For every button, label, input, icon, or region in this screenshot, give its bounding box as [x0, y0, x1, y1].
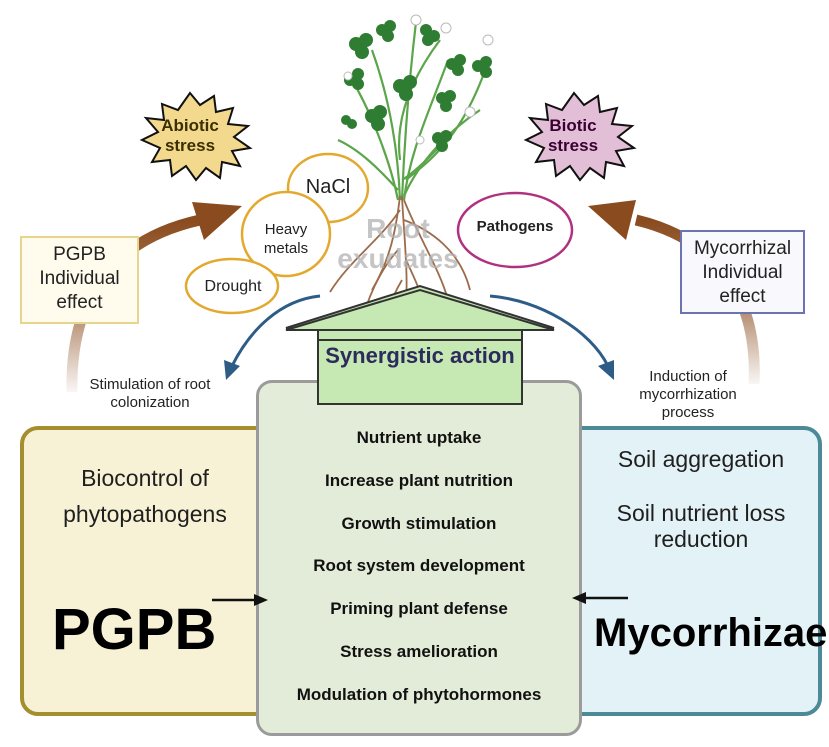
- biotic-stress-label: Biotic stress: [547, 116, 599, 155]
- soil-aggregation-text: Soil aggregation: [617, 446, 785, 472]
- abiotic-stress-label: Abiotic stress: [161, 116, 219, 155]
- benefit-item: Growth stimulation: [341, 513, 497, 533]
- plant-stems: [337, 21, 488, 201]
- plant-flowers: [343, 14, 494, 145]
- biotic-stress-star: [523, 91, 637, 182]
- benefit-item: Stress amelioration: [340, 641, 498, 661]
- synergistic-action-label: Synergistic action: [325, 343, 515, 368]
- pgpb-title: PGPB: [52, 597, 217, 662]
- pgpb-panel: [20, 426, 300, 716]
- root-exudates-label: Root exudates: [337, 213, 459, 274]
- mycorrhization-arrow: [489, 294, 614, 380]
- nacl-label: NaCl: [305, 176, 351, 198]
- drought-circle: [184, 257, 280, 315]
- mycorrhization-note: Induction of mycorrhization process: [639, 368, 737, 421]
- synergistic-arrow-body: [317, 339, 523, 405]
- benefit-item: Modulation of phytohormones: [296, 684, 542, 704]
- pathogens-label: Pathogens: [476, 218, 554, 235]
- root-colonization-note: Stimulation of root colonization: [89, 376, 211, 411]
- myco-to-center-arrow: [572, 592, 628, 604]
- drought-label: Drought: [204, 278, 262, 295]
- mycorrhizae-panel: [540, 426, 822, 716]
- biocontrol-text: Biocontrol of phytopathogens: [63, 465, 227, 527]
- heavy-metals-label: Heavy metals: [263, 221, 309, 257]
- pathogens-circle: [456, 191, 574, 269]
- root-colonization-arrow: [224, 294, 321, 380]
- soil-nutrient-text: Soil nutrient loss reduction: [616, 500, 786, 552]
- heavy-metals-circle: [240, 190, 332, 278]
- benefit-item: Priming plant defense: [330, 599, 508, 619]
- mycorrhizal-individual-effect-box: Mycorrhizal Individual effect: [680, 230, 805, 314]
- abiotic-stress-star: [139, 91, 253, 182]
- mycorrhizae-title: Mycorrhizae: [594, 611, 828, 655]
- benefit-item: Root system development: [313, 556, 525, 576]
- benefit-item: Increase plant nutrition: [325, 470, 513, 490]
- benefits-panel: [256, 380, 582, 736]
- synergistic-arrow-head: [285, 288, 555, 331]
- benefits-list: Nutrient uptake Increase plant nutrition…: [256, 428, 582, 728]
- pgpb-to-center-arrow: [212, 594, 268, 606]
- pgpb-individual-effect-box: PGPB Individual effect: [20, 236, 139, 324]
- plant-leaves: [341, 20, 492, 152]
- benefit-item: Nutrient uptake: [356, 428, 482, 447]
